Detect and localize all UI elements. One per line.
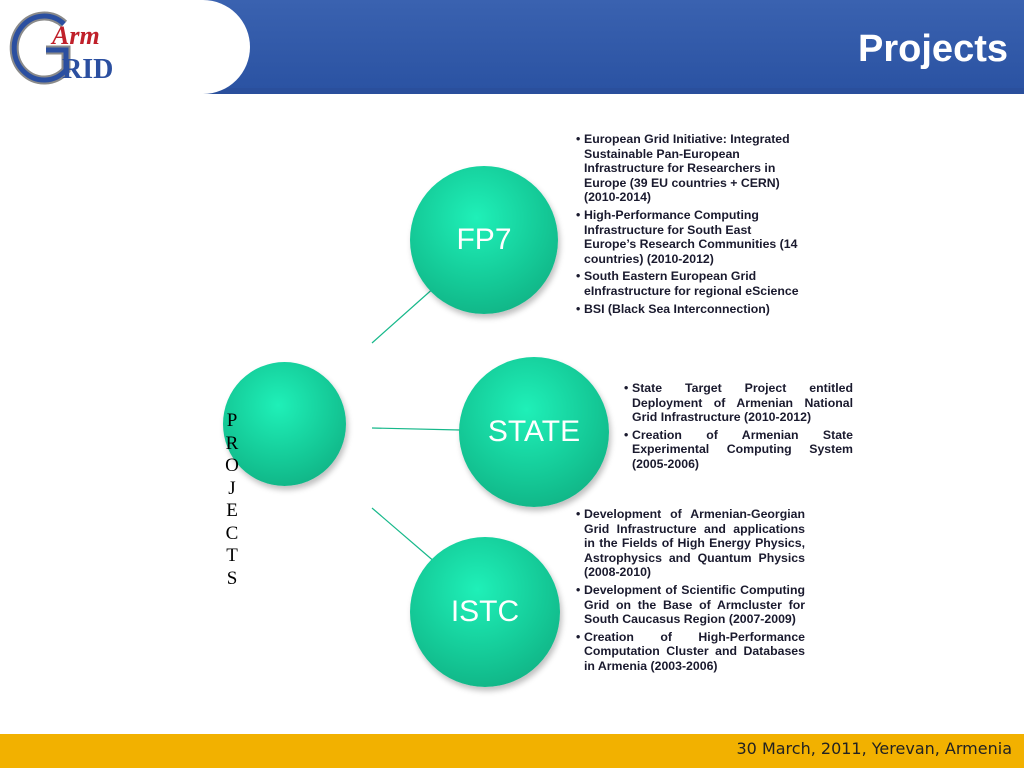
logo-text-bottom: RID (62, 54, 113, 85)
node-istc: ISTC (410, 537, 560, 687)
node-fp7-label: FP7 (456, 223, 512, 256)
node-fp7: FP7 (410, 166, 558, 314)
connector-fp7 (371, 285, 437, 344)
list-item: State Target Project entitled Deployment… (624, 381, 853, 425)
list-item: BSI (Black Sea Interconnection) (576, 302, 804, 317)
list-item: High-Performance Computing Infrastructur… (576, 208, 804, 266)
center-node (223, 362, 346, 486)
connector-state (371, 427, 461, 431)
page-title: Projects (858, 28, 1008, 70)
list-item: Creation of Armenian State Experimental … (624, 428, 853, 472)
list-item: Development of Scientific Computing Grid… (576, 583, 805, 627)
list-item: European Grid Initiative: Integrated Sus… (576, 132, 804, 205)
logo-area: Arm RID (0, 0, 250, 94)
node-state: STATE (459, 357, 609, 507)
footer-date-location: 30 March, 2011, Yerevan, Armenia (736, 739, 1013, 758)
istc-project-list: Development of Armenian-Georgian Grid In… (576, 507, 805, 677)
node-istc-label: ISTC (450, 595, 520, 628)
connector-istc (371, 507, 437, 564)
logo-text-top: Arm (50, 21, 100, 50)
projects-vertical-label: P R O J E C T S (225, 410, 239, 589)
list-item: Creation of High-Performance Computation… (576, 630, 805, 674)
fp7-project-list: European Grid Initiative: Integrated Sus… (576, 132, 804, 319)
state-project-list: State Target Project entitled Deployment… (624, 381, 853, 475)
armgrid-logo-icon: Arm RID (9, 11, 113, 85)
node-state-label: STATE (487, 415, 581, 448)
list-item: Development of Armenian-Georgian Grid In… (576, 507, 805, 580)
footer-bar (0, 734, 1024, 768)
header-stripe (0, 88, 1024, 94)
list-item: South Eastern European Grid eInfrastruct… (576, 269, 804, 298)
